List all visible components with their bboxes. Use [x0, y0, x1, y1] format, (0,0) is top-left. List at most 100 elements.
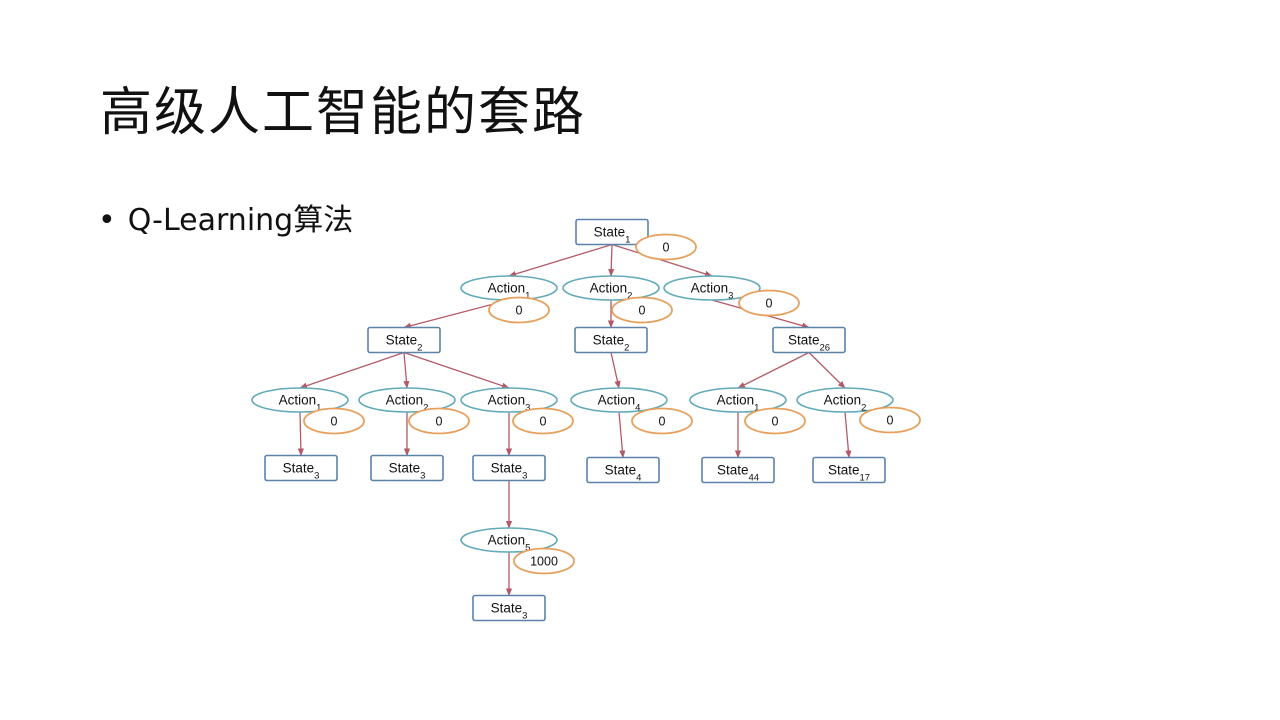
- edge-a3-s4: [297, 411, 304, 457]
- action-label: Action2: [590, 281, 633, 302]
- action-node: Action3: [663, 275, 761, 302]
- state-box: [812, 456, 886, 484]
- action-label-base: Action: [691, 281, 729, 296]
- slide-title: 高级人工智能的套路: [100, 83, 587, 143]
- edge-s3-a7: [737, 351, 810, 389]
- state-box: [772, 326, 846, 354]
- edge-s2-a6: [610, 352, 621, 389]
- action-label-subscript: 2: [423, 402, 428, 413]
- state-label: State3: [491, 461, 528, 482]
- q-value-badge: 1000: [513, 547, 575, 575]
- action-node: Action3: [460, 387, 558, 413]
- q-value-text: 0: [772, 415, 779, 429]
- q-value-ellipse: [744, 407, 806, 435]
- state-node: State17: [812, 456, 886, 484]
- q-value-ellipse: [303, 407, 365, 435]
- state-box: [264, 454, 338, 482]
- state-label: State17: [828, 463, 870, 484]
- state-label-base: State: [828, 463, 860, 478]
- q-value-ellipse: [488, 296, 550, 324]
- state-label-base: State: [717, 463, 749, 478]
- state-label-base: State: [386, 333, 418, 348]
- state-box: [472, 594, 546, 622]
- state-node: State3: [472, 594, 546, 622]
- state-label-subscript: 44: [748, 472, 759, 483]
- action-label-subscript: 1: [316, 402, 321, 413]
- q-value-badge: 0: [744, 407, 806, 435]
- q-value-badge: 0: [303, 407, 365, 435]
- action-label-base: Action: [598, 393, 636, 408]
- edge-a6-s7: [618, 411, 626, 459]
- action-label: Action3: [691, 281, 734, 302]
- action-ellipse: [689, 387, 787, 413]
- state-box: [701, 456, 775, 484]
- edge-s3-a8: [808, 352, 846, 389]
- action-label: Action5: [488, 533, 531, 554]
- state-label-base: State: [283, 461, 315, 476]
- state-node: State3: [472, 454, 546, 482]
- action-label: Action1: [279, 393, 322, 414]
- state-label-subscript: 3: [522, 470, 527, 481]
- edge-a8-s9: [844, 411, 852, 459]
- action-ellipse: [460, 387, 558, 413]
- state-label: State2: [593, 333, 630, 354]
- q-value-text: 0: [540, 415, 547, 429]
- action-label: Action2: [386, 393, 429, 414]
- action-ellipse: [251, 387, 349, 413]
- state-label-subscript: 2: [417, 342, 422, 353]
- action-label-base: Action: [824, 393, 862, 408]
- state-node: State2: [367, 326, 441, 354]
- action-ellipse: [663, 275, 761, 301]
- edge-s0-a0: [508, 243, 613, 277]
- action-label-subscript: 5: [525, 542, 530, 553]
- state-node: State3: [370, 454, 444, 482]
- action-label-base: Action: [279, 393, 317, 408]
- q-value-ellipse: [513, 547, 575, 575]
- q-value-text: 0: [659, 415, 666, 429]
- state-label-subscript: 2: [624, 342, 629, 353]
- action-ellipse: [358, 387, 456, 413]
- state-box: [586, 456, 660, 484]
- state-label: State3: [283, 461, 320, 482]
- state-box: [575, 218, 649, 246]
- state-node: State3: [264, 454, 338, 482]
- state-node: State2: [574, 326, 648, 354]
- state-label-base: State: [605, 463, 637, 478]
- q-value-ellipse: [512, 407, 574, 435]
- action-ellipse: [562, 275, 660, 301]
- state-node: State26: [772, 326, 846, 354]
- action-node: Action2: [796, 387, 894, 413]
- q-value-ellipse: [635, 233, 697, 261]
- state-node: State4: [586, 456, 660, 484]
- action-label: Action4: [598, 393, 641, 414]
- q-value-text: 0: [516, 304, 523, 318]
- action-label: Action1: [488, 281, 531, 302]
- root-q-value-badge: 0: [635, 233, 697, 261]
- state-box: [574, 326, 648, 354]
- q-value-text: 0: [766, 297, 773, 311]
- state-label: State44: [717, 463, 759, 484]
- action-ellipse: [570, 387, 668, 413]
- q-value-ellipse: [631, 407, 693, 435]
- edge-s1-a5: [403, 351, 510, 389]
- edge-s0-a1: [608, 244, 615, 277]
- action-node: Action1: [689, 387, 787, 413]
- q-value-text: 0: [331, 415, 338, 429]
- edge-s1-a3: [299, 351, 405, 389]
- action-label-subscript: 3: [525, 402, 530, 413]
- state-label-base: State: [491, 601, 523, 616]
- state-label-subscript: 3: [522, 610, 527, 621]
- state-label: State26: [788, 333, 830, 354]
- q-value-text: 1000: [530, 555, 558, 569]
- q-value-ellipse: [408, 407, 470, 435]
- q-value-ellipse: [611, 296, 673, 324]
- state-label-subscript: 1: [625, 234, 630, 245]
- action-label-subscript: 1: [754, 402, 759, 413]
- action-ellipse: [796, 387, 894, 413]
- state-label: State3: [389, 461, 426, 482]
- action-node: Action2: [562, 275, 660, 302]
- action-label-base: Action: [386, 393, 424, 408]
- q-value-badge: 0: [408, 407, 470, 435]
- state-node: State44: [701, 456, 775, 484]
